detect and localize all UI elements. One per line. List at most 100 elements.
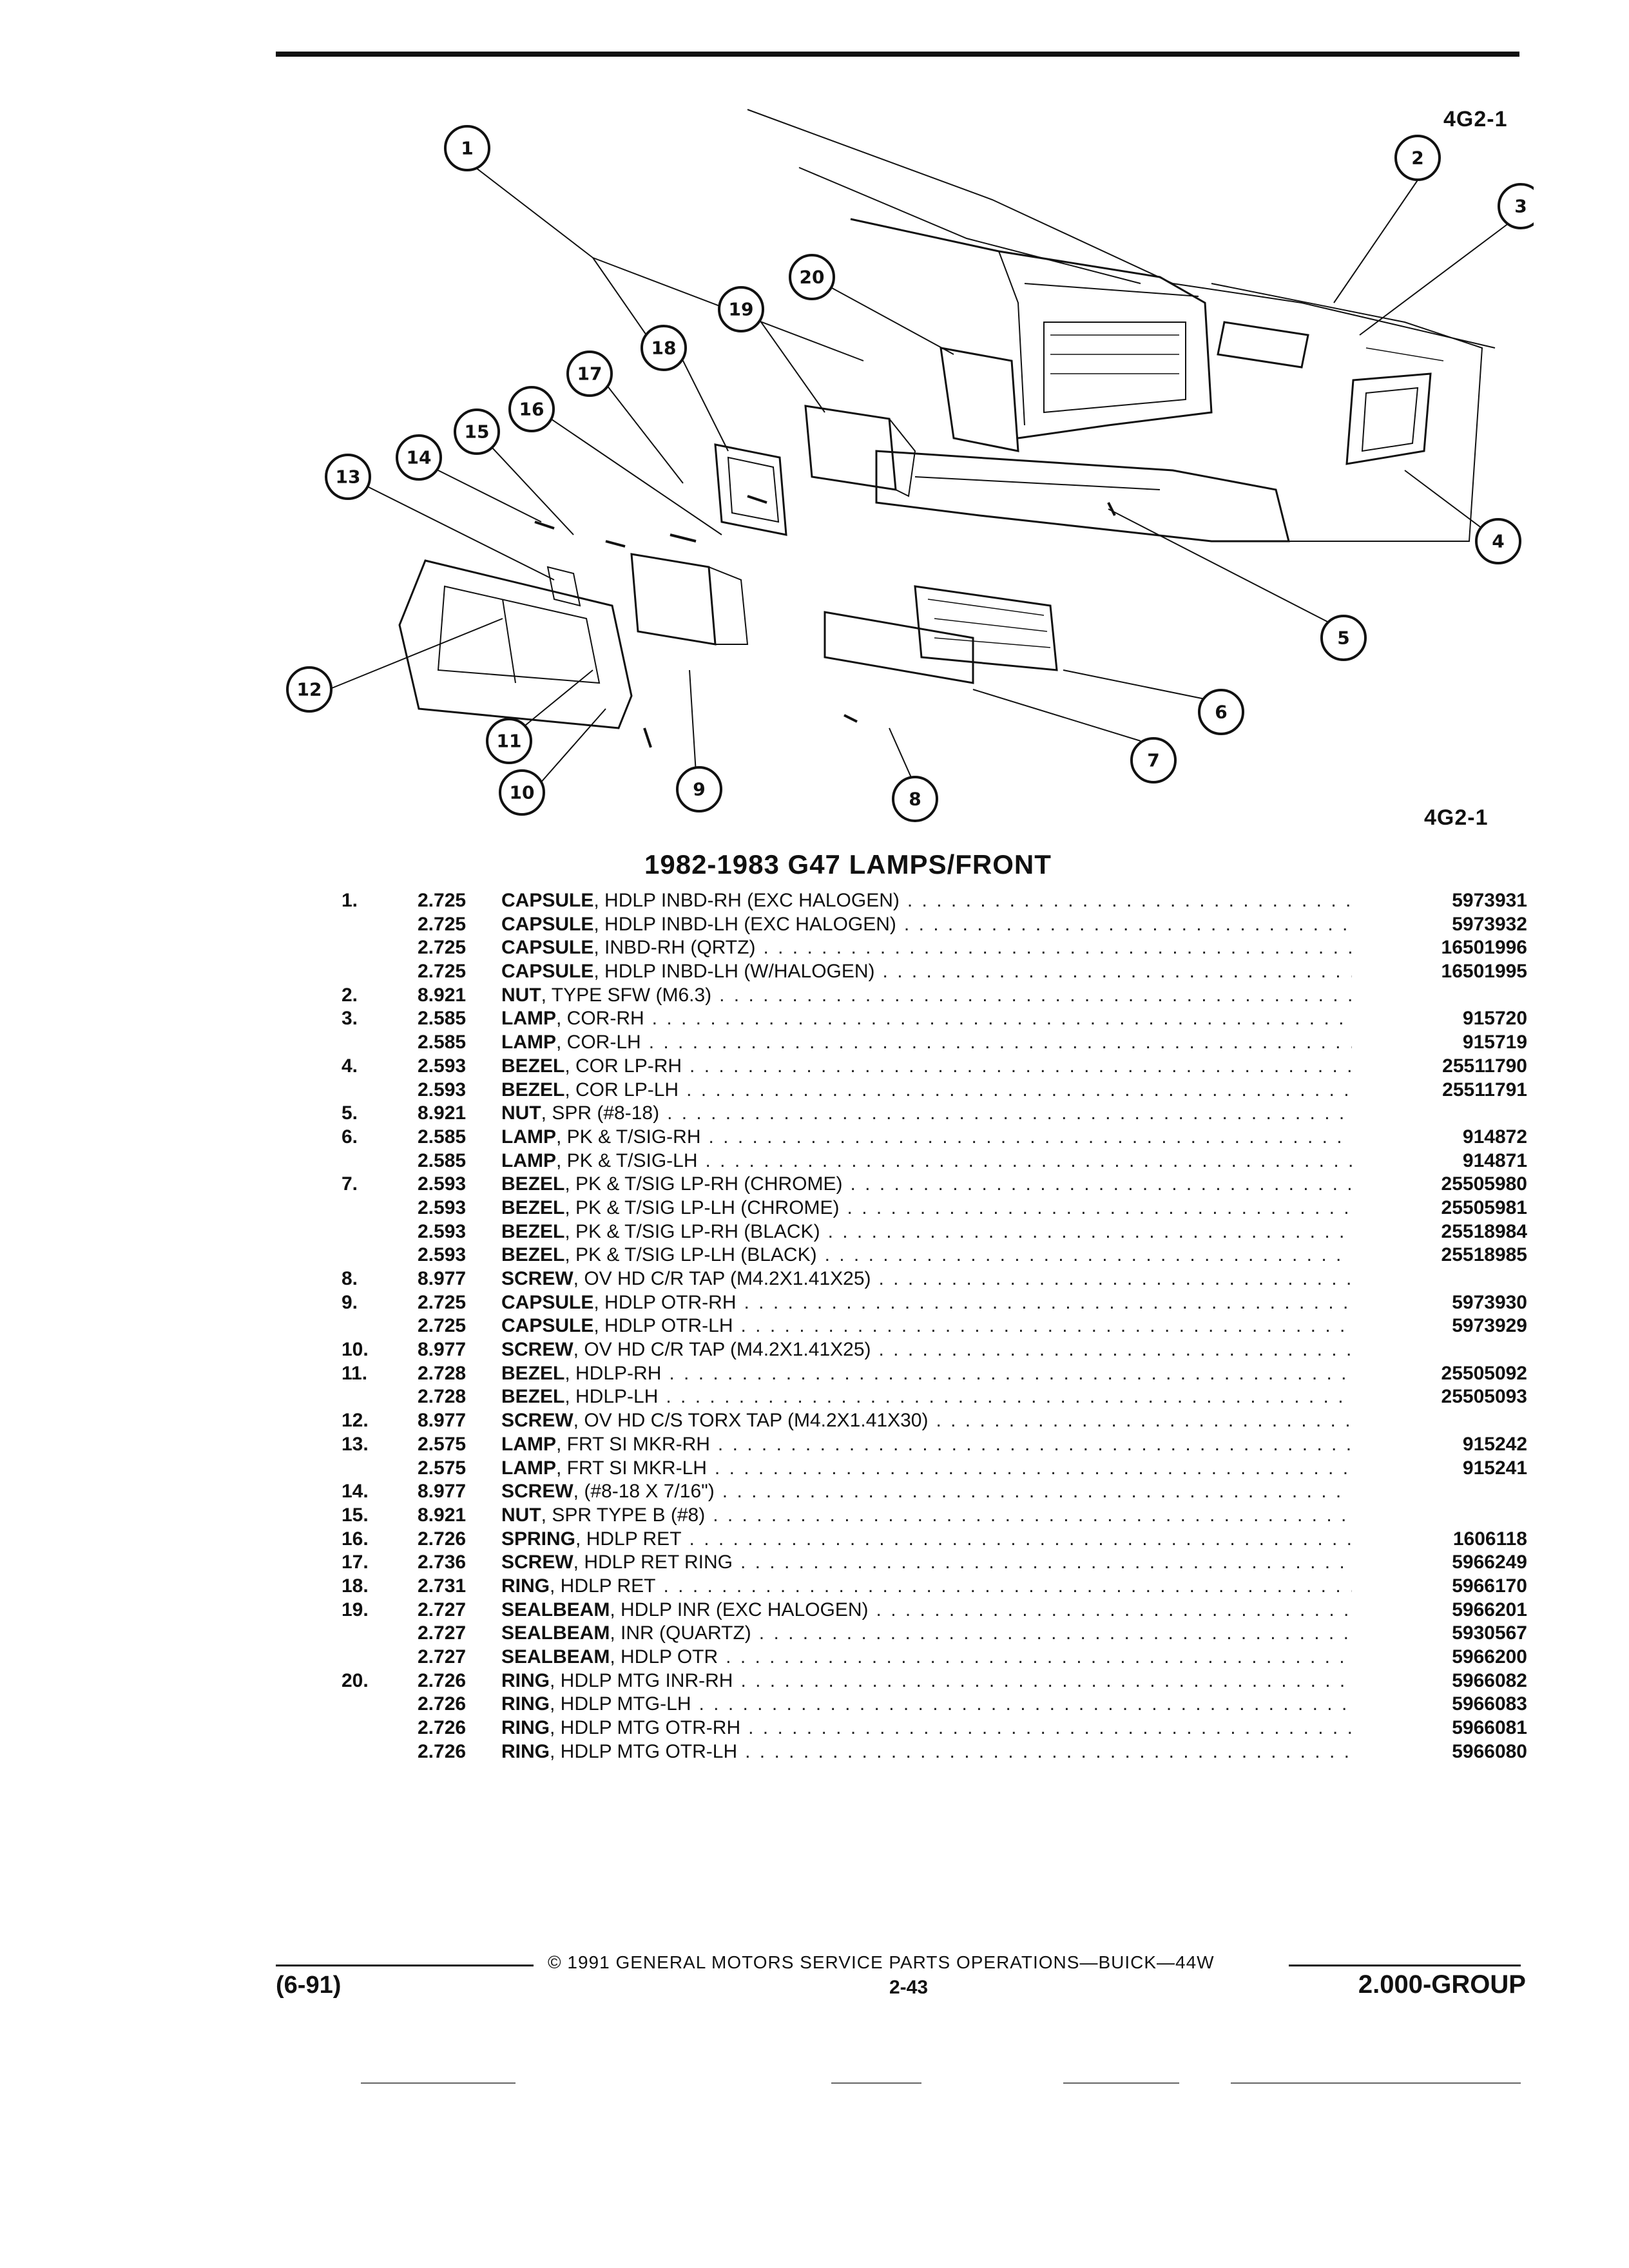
group-number: 2.728 (418, 1386, 467, 1408)
item-number: 3. (342, 1008, 358, 1030)
part-number: 5966082 (1452, 1669, 1527, 1691)
part-detail: , HDLP INBD-LH (W/HALOGEN) (593, 961, 875, 983)
leader-dots: . . . . . . . . . . . . . . . . . . . . … (714, 1457, 1352, 1479)
part-number: 915241 (1462, 1457, 1527, 1479)
group-number: 8.921 (418, 1102, 467, 1124)
part-description: NUT, SPR (#8-18). . . . . . . . . . . . … (501, 1102, 1352, 1125)
leader-dots: . . . . . . . . . . . . . . . . . . . . … (663, 1575, 1353, 1597)
part-description: RING, HDLP MTG OTR-RH. . . . . . . . . .… (501, 1716, 1352, 1740)
group-number: 2.726 (418, 1717, 467, 1739)
group-number: 2.725 (418, 961, 467, 983)
leader-dots: . . . . . . . . . . . . . . . . . . . . … (744, 1291, 1353, 1313)
item-number: 8. (342, 1268, 358, 1289)
part-detail: , INBD-RH (QRTZ) (593, 937, 756, 959)
part-description: SCREW, (#8-18 X 7/16"). . . . . . . . . … (501, 1480, 1352, 1503)
part-detail: , HDLP OTR-RH (593, 1291, 737, 1313)
part-detail: , PK & T/SIG LP-LH (BLACK) (564, 1244, 817, 1266)
leader-dots: . . . . . . . . . . . . . . . . . . . . … (748, 1717, 1352, 1739)
part-name: CAPSULE (501, 937, 594, 959)
part-detail: , HDLP RET (550, 1575, 656, 1597)
group-number: 2.725 (418, 913, 467, 935)
part-description: CAPSULE, HDLP OTR-RH. . . . . . . . . . … (501, 1291, 1352, 1314)
part-number: 16501995 (1441, 961, 1527, 983)
callout-20: 20 (800, 267, 825, 288)
part-description: SCREW, OV HD C/R TAP (M4.2X1.41X25). . .… (501, 1338, 1352, 1361)
item-number: 14. (342, 1481, 369, 1503)
leader-dots: . . . . . . . . . . . . . . . . . . . . … (824, 1244, 1352, 1266)
part-number: 5973930 (1452, 1291, 1527, 1313)
leader-dots: . . . . . . . . . . . . . . . . . . . . … (699, 1693, 1352, 1715)
part-description: LAMP, COR-RH. . . . . . . . . . . . . . … (501, 1007, 1352, 1030)
footer-rule-left (276, 1965, 534, 1966)
part-detail: , HDLP MTG INR-RH (550, 1669, 733, 1691)
item-number: 18. (342, 1575, 369, 1597)
part-description: BEZEL, COR LP-RH. . . . . . . . . . . . … (501, 1055, 1352, 1078)
callout-2: 2 (1411, 148, 1423, 169)
part-detail: , PK & T/SIG-RH (556, 1126, 701, 1148)
part-description: LAMP, PK & T/SIG-RH. . . . . . . . . . .… (501, 1126, 1352, 1149)
copyright-text: © 1991 GENERAL MOTORS SERVICE PARTS OPER… (548, 1952, 1215, 1972)
part-name: LAMP (501, 1433, 556, 1455)
callout-4: 4 (1492, 531, 1504, 552)
part-description: CAPSULE, HDLP OTR-LH. . . . . . . . . . … (501, 1314, 1352, 1338)
scan-artifact (1063, 2082, 1179, 2084)
figure-code-bottom: 4G2-1 (1424, 805, 1489, 830)
part-description: LAMP, PK & T/SIG-LH. . . . . . . . . . .… (501, 1149, 1352, 1173)
callout-7: 7 (1147, 750, 1159, 771)
group-number: 2.726 (418, 1740, 467, 1762)
top-rule (276, 52, 1519, 57)
leader-dots: . . . . . . . . . . . . . . . . . . . . … (648, 1032, 1352, 1053)
group-number: 2.725 (418, 890, 467, 911)
part-description: LAMP, FRT SI MKR-RH. . . . . . . . . . .… (501, 1433, 1352, 1456)
part-description: SEALBEAM, HDLP INR (EXC HALOGEN). . . . … (501, 1599, 1352, 1622)
item-number: 16. (342, 1528, 369, 1550)
leader-dots: . . . . . . . . . . . . . . . . . . . . … (651, 1008, 1352, 1030)
group-number: 2.593 (418, 1196, 467, 1218)
part-description: NUT, SPR TYPE B (#8). . . . . . . . . . … (501, 1504, 1352, 1527)
group-number: 8.921 (418, 984, 467, 1006)
leader-dots: . . . . . . . . . . . . . . . . . . . . … (713, 1504, 1352, 1526)
part-detail: , HDLP INR (EXC HALOGEN) (610, 1599, 869, 1620)
leader-dots: . . . . . . . . . . . . . . . . . . . . … (667, 1102, 1352, 1124)
callout-16: 16 (519, 399, 545, 420)
part-number: 25518985 (1441, 1244, 1527, 1266)
group-number: 8.977 (418, 1339, 467, 1361)
part-number: 914871 (1462, 1149, 1527, 1171)
part-name: RING (501, 1693, 550, 1715)
leader-dots: . . . . . . . . . . . . . . . . . . . . … (876, 1599, 1352, 1620)
part-name: RING (501, 1740, 550, 1762)
leader-dots: . . . . . . . . . . . . . . . . . . . . … (726, 1646, 1352, 1667)
leader-dots: . . . . . . . . . . . . . . . . . . . . … (740, 1669, 1352, 1691)
leader-dots: . . . . . . . . . . . . . . . . . . . . … (827, 1220, 1352, 1242)
part-description: SEALBEAM, HDLP OTR. . . . . . . . . . . … (501, 1646, 1352, 1669)
leader-dots: . . . . . . . . . . . . . . . . . . . . … (850, 1173, 1352, 1195)
item-number: 13. (342, 1433, 369, 1455)
part-detail: , COR LP-LH (564, 1079, 679, 1100)
group-number: 8.977 (418, 1481, 467, 1503)
callout-11: 11 (497, 731, 522, 752)
part-detail: , OV HD C/R TAP (M4.2X1.41X25) (573, 1268, 871, 1289)
group-number: 2.736 (418, 1552, 467, 1573)
part-number: 25505093 (1441, 1386, 1527, 1408)
item-number: 4. (342, 1055, 358, 1077)
part-description: LAMP, COR-LH. . . . . . . . . . . . . . … (501, 1031, 1352, 1054)
item-number: 2. (342, 984, 358, 1006)
item-number: 1. (342, 890, 358, 911)
part-detail: , HDLP MTG OTR-RH (550, 1717, 741, 1739)
part-name: LAMP (501, 1032, 556, 1053)
part-name: NUT (501, 1504, 541, 1526)
